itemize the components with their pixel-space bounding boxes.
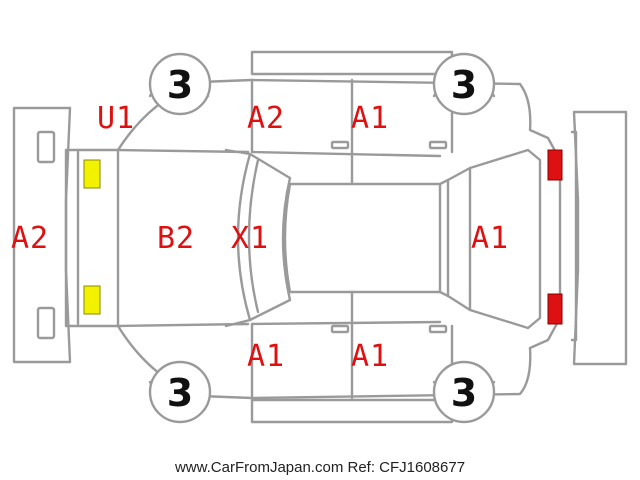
rear-lamp-right — [547, 293, 563, 325]
wheels: 3 3 3 3 — [148, 52, 496, 424]
wheel-count-rear-left: 3 — [451, 63, 477, 107]
roof — [283, 182, 442, 294]
code-a1-left-rear-door: A1 — [351, 101, 389, 136]
wheel-front-right: 3 — [148, 360, 212, 424]
code-a2-left-front-door: A2 — [247, 101, 285, 136]
code-u1: U1 — [97, 101, 135, 136]
footer-reference: www.CarFromJapan.com Ref: CFJ1608677 — [174, 459, 465, 476]
rear-window — [438, 148, 542, 330]
wheel-count-rear-right: 3 — [451, 371, 477, 415]
front-lamp-right — [83, 285, 101, 315]
code-a1-right-rear-door: A1 — [351, 339, 389, 374]
front-lamp-left — [83, 159, 101, 189]
wheel-arches — [148, 71, 496, 407]
code-a1-right-front-door: A1 — [247, 339, 285, 374]
code-a2-front-bumper: A2 — [11, 221, 49, 256]
wheel-rear-right: 3 — [432, 360, 496, 424]
wheel-rear-left: 3 — [432, 52, 496, 116]
code-a1-rear-panel: A1 — [471, 221, 509, 256]
code-x1-windshield: X1 — [231, 221, 269, 256]
lamps — [83, 149, 563, 325]
wheel-count-front-left: 3 — [167, 63, 193, 107]
wheel-count-front-right: 3 — [167, 371, 193, 415]
rear-bumper — [570, 110, 628, 366]
damage-codes: U1 A2 A1 A2 B2 X1 A1 A1 A1 — [11, 101, 509, 374]
rear-lamp-left — [547, 149, 563, 181]
wheel-front-left: 3 — [148, 52, 212, 116]
code-b2-hood: B2 — [157, 221, 195, 256]
